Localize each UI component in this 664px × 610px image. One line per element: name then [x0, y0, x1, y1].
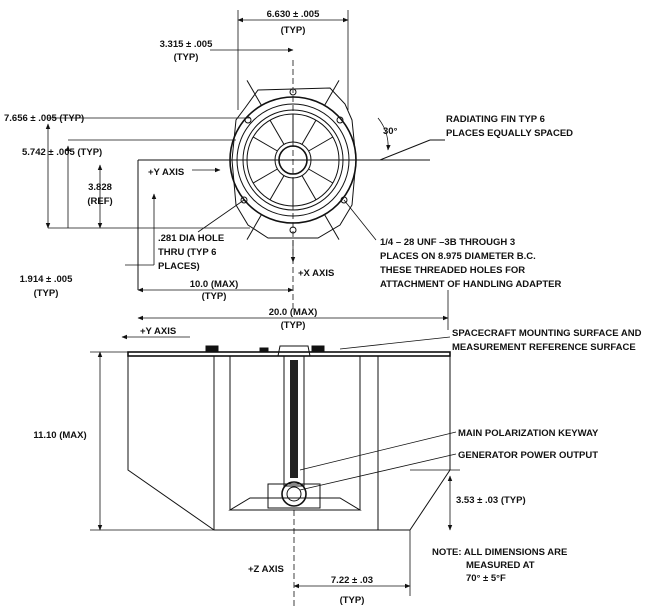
hole-leader — [197, 199, 245, 233]
x-axis-label: +X AXIS — [298, 268, 334, 279]
dim-height-bg — [20, 426, 98, 442]
keyway-leader — [299, 431, 457, 471]
radiating-fin — [324, 80, 340, 106]
dim-3315-typ: (TYP) — [174, 52, 199, 63]
bolt-hole — [340, 196, 348, 204]
bolt-hole — [244, 116, 252, 124]
angle-label: 30° — [383, 126, 398, 137]
y-axis-label-side: +Y AXIS — [140, 326, 176, 337]
spoke — [252, 168, 278, 184]
spoke — [301, 175, 317, 201]
spokes — [247, 114, 339, 206]
angle-arc — [377, 117, 391, 151]
mount-bolt — [205, 345, 219, 353]
radiating-fin — [324, 214, 340, 240]
mounting-surface — [127, 351, 451, 357]
keyway-label: MAIN POLARIZATION KEYWAY — [458, 428, 599, 439]
thread-label-line-3: THESE THREADED HOLES FOR — [380, 265, 525, 276]
fin-line-right — [379, 139, 431, 161]
dim-20-typ: (TYP) — [281, 320, 306, 331]
fin-label-line-1: RADIATING FIN TYP 6 — [446, 114, 545, 125]
power-label: GENERATOR POWER OUTPUT — [458, 450, 598, 461]
spoke — [308, 168, 334, 184]
dim-1914-typ: (TYP) — [34, 288, 59, 299]
bolt-hole — [289, 88, 297, 96]
thread-label-line-2: PLACES ON 8.975 DIAMETER B.C. — [380, 251, 536, 262]
spoke — [252, 136, 278, 152]
hole-label-line-3: PLACES) — [158, 261, 200, 272]
z-axis-label: +Z AXIS — [248, 564, 284, 575]
hole-label-line-1: .281 DIA HOLE — [158, 233, 224, 244]
dim-7656-label: 7.656 ± .005 (TYP) — [4, 113, 84, 124]
thread-leader — [343, 199, 377, 241]
dim-353-label: 3.53 ± .03 (TYP) — [456, 495, 526, 506]
center-hub — [278, 145, 308, 175]
bolt-hole — [289, 226, 297, 234]
keyway — [290, 360, 298, 478]
side-view: +Y AXIS SPACECRAFT MOUNTING SURFACE AND … — [20, 326, 642, 606]
base-plate — [228, 497, 362, 511]
radiating-fins — [201, 80, 385, 240]
y-axis-label-top: +Y AXIS — [148, 167, 184, 178]
note-line-2: MEASURED AT — [466, 560, 535, 571]
spoke — [301, 119, 317, 145]
middle-ring — [236, 103, 350, 217]
dim-722-typ: (TYP) — [340, 595, 365, 606]
note-line-1: NOTE: ALL DIMENSIONS ARE — [432, 547, 567, 558]
fin-label-line-2: PLACES EQUALLY SPACED — [446, 128, 573, 139]
hole-label-line-2: THRU (TYP 6 — [158, 247, 216, 258]
dim-10-typ: (TYP) — [202, 291, 227, 302]
dim-3828-ref: (REF) — [87, 196, 112, 207]
top-housing-outline — [231, 87, 357, 239]
thread-label-line-4: ATTACHMENT OF HANDLING ADAPTER — [380, 279, 562, 290]
mount-label-line-2: MEASUREMENT REFERENCE SURFACE — [452, 342, 636, 353]
dim-6630-label: 6.630 ± .005 — [267, 9, 320, 20]
bolt-hole — [336, 116, 344, 124]
spoke — [269, 175, 285, 201]
inner-ring — [242, 109, 344, 211]
radiating-fin — [246, 80, 262, 106]
body-right-taper — [409, 356, 451, 531]
radiating-fin — [246, 214, 262, 240]
dim-722-label: 7.22 ± .03 — [331, 575, 373, 586]
body-left-taper — [127, 356, 215, 531]
spoke — [269, 119, 285, 145]
mount-bolt — [311, 345, 325, 353]
dim-1914-label: 1.914 ± .005 — [20, 274, 73, 285]
dim-10-label: 10.0 (MAX) — [190, 279, 239, 290]
dim-6630-typ: (TYP) — [281, 25, 306, 36]
power-output-connector — [281, 481, 307, 507]
dim-3315-label: 3.315 ± .005 — [160, 39, 213, 50]
column-cap — [277, 345, 311, 357]
connector-inner — [286, 486, 302, 502]
dim-height-label: 11.10 (MAX) — [33, 430, 86, 441]
spoke — [308, 136, 334, 152]
thread-label-line-1: 1/4 – 28 UNF –3B THROUGH 3 — [380, 237, 515, 248]
dim-3828-label: 3.828 — [88, 182, 112, 193]
note-line-3: 70° ± 5°F — [466, 573, 506, 584]
dim-20-label: 20.0 (MAX) — [269, 307, 318, 318]
connector-housing — [267, 483, 321, 509]
mount-bolt — [259, 347, 269, 353]
mount-label-line-1: SPACECRAFT MOUNTING SURFACE AND — [452, 328, 642, 339]
mount-leader — [339, 336, 451, 350]
bolt-hole — [240, 196, 248, 204]
power-leader — [299, 453, 457, 491]
dim-5742-label: 5.742 ± .005 (TYP) — [22, 147, 102, 158]
top-view: 6.630 ± .005 (TYP) 3.315 ± .005 (TYP) 7.… — [4, 9, 573, 331]
